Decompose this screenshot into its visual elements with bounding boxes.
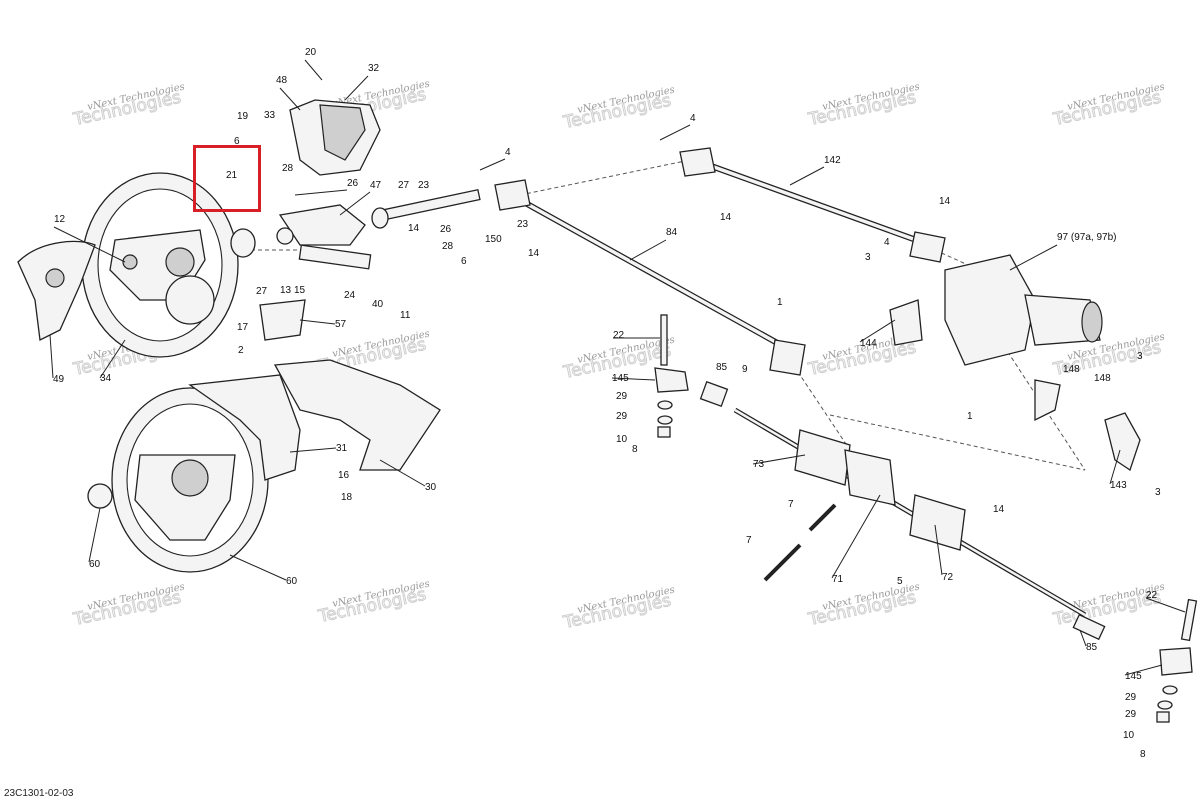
- callout-label: 10: [1123, 730, 1135, 741]
- steering-shaft: [230, 188, 481, 270]
- callout-label: 72: [942, 572, 954, 583]
- callout-label: 4: [690, 113, 696, 124]
- upper-steering-wheel: [81, 172, 239, 358]
- callout-label: 23: [517, 219, 529, 230]
- callout-label: 27: [398, 180, 410, 191]
- callout-label: 85: [1086, 642, 1098, 653]
- tie-rod-end-left: [654, 314, 729, 438]
- center-cover: [17, 240, 96, 341]
- callout-label: 3: [865, 252, 871, 263]
- callout-label: 14: [528, 248, 540, 259]
- leader-lines: [49, 59, 1186, 676]
- callout-label: 142: [824, 155, 841, 166]
- intermediate-shafts: [494, 147, 946, 376]
- callout-label: 148: [1063, 364, 1080, 375]
- callout-label: 5: [897, 576, 903, 587]
- callout-label: 27: [256, 286, 268, 297]
- callout-label: 8: [632, 444, 638, 455]
- callout-label: 29: [616, 391, 628, 402]
- callout-label: 1: [967, 411, 973, 422]
- callout-label: 2: [238, 345, 244, 356]
- callout-label: 29: [1125, 692, 1137, 703]
- callout-label: 22: [613, 330, 625, 341]
- callout-label: 3: [1137, 351, 1143, 362]
- power-steering-unit: [889, 254, 1103, 366]
- callout-label: 48: [276, 75, 288, 86]
- callout-label: 30: [425, 482, 437, 493]
- callout-label: 19: [237, 111, 249, 122]
- callout-label: 15: [294, 285, 306, 296]
- callout-label: 145: [1125, 671, 1142, 682]
- callout-label: 14: [408, 223, 420, 234]
- callout-label: 71: [832, 574, 844, 585]
- callout-label: 22: [1146, 590, 1158, 601]
- callout-label: 14: [720, 212, 732, 223]
- callout-label: 21: [226, 170, 238, 181]
- callout-label: 23: [418, 180, 430, 191]
- callout-label: 7: [746, 535, 752, 546]
- callout-label: 73: [753, 459, 765, 470]
- callout-label: 28: [282, 163, 294, 174]
- lower-steering-wheel: [87, 387, 269, 573]
- callout-label: 84: [666, 227, 678, 238]
- callout-label: 143: [1110, 480, 1127, 491]
- bracket-143: [1034, 379, 1141, 472]
- highlight-box: [193, 145, 261, 212]
- callout-label: 11: [400, 310, 411, 321]
- callout-label: 8: [1140, 749, 1146, 760]
- callout-label: 60: [89, 559, 101, 570]
- callout-label: 29: [1125, 709, 1137, 720]
- callout-label: 7: [788, 499, 794, 510]
- callout-label: 144: [860, 338, 877, 349]
- callout-label: 13: [280, 285, 292, 296]
- callout-label: 145: [612, 373, 629, 384]
- callout-label: 97 (97a, 97b): [1057, 232, 1117, 243]
- callout-label: 4: [505, 147, 511, 158]
- callout-label: 34: [100, 373, 112, 384]
- callout-label: 10: [616, 434, 628, 445]
- callout-label: 16: [338, 470, 350, 481]
- callout-label: 49: [53, 374, 65, 385]
- callout-label: 33: [264, 110, 276, 121]
- callout-label: 14: [939, 196, 951, 207]
- callout-label: 20: [305, 47, 317, 58]
- callout-label: 31: [336, 443, 348, 454]
- callout-label: 29: [616, 411, 628, 422]
- callout-label: 24: [344, 290, 356, 301]
- callout-label: 32: [368, 63, 380, 74]
- callout-label: 1: [777, 297, 783, 308]
- callout-label: 6: [234, 136, 240, 147]
- callout-label: 9: [742, 364, 748, 375]
- callout-label: 60: [286, 576, 298, 587]
- callout-label: 47: [370, 180, 382, 191]
- callout-label: 17: [237, 322, 249, 333]
- drawing-code: 23C1301-02-03: [4, 788, 74, 799]
- callout-label: 150: [485, 234, 502, 245]
- callout-label: 3: [1155, 487, 1161, 498]
- callout-label: 18: [341, 492, 353, 503]
- callout-label: 28: [442, 241, 454, 252]
- tilt-bracket: [259, 99, 381, 341]
- callout-label: 148: [1094, 373, 1111, 384]
- callout-label: 85: [716, 362, 728, 373]
- column-shroud: [188, 359, 441, 481]
- callout-label: 14: [993, 504, 1005, 515]
- rack-and-pinion: [733, 407, 1198, 723]
- callout-label: 26: [347, 178, 359, 189]
- callout-label: 4: [884, 237, 890, 248]
- callout-label: 57: [335, 319, 347, 330]
- callout-label: 6: [461, 256, 467, 267]
- callout-label: 40: [372, 299, 384, 310]
- callout-label: 12: [54, 214, 66, 225]
- callout-label: 26: [440, 224, 452, 235]
